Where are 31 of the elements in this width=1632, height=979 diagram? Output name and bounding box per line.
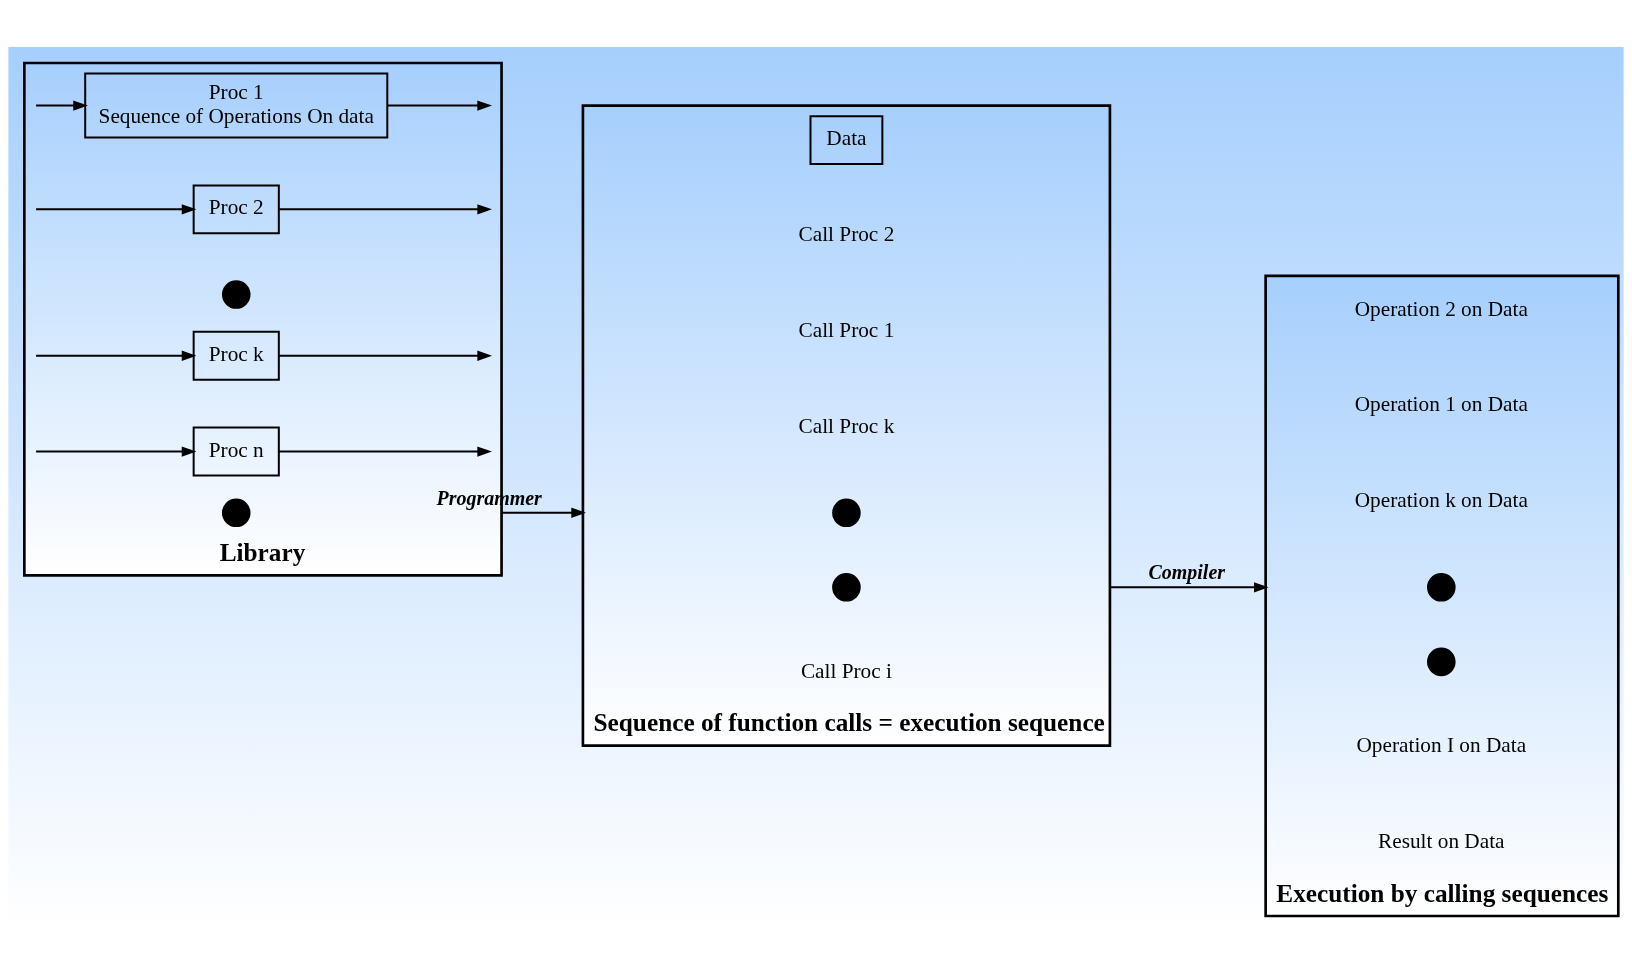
arrow <box>1108 582 1269 593</box>
label: Operation 1 on Data <box>1354 392 1528 417</box>
arrow <box>278 204 492 215</box>
label: Operation I on Data <box>1356 733 1527 758</box>
label: Call Proc 1 <box>798 317 895 342</box>
node-box: Proc 2 <box>192 184 280 235</box>
node-circle <box>1427 573 1456 602</box>
arrow <box>278 350 492 361</box>
label: Operation 2 on Data <box>1354 296 1528 321</box>
arrow <box>35 350 197 361</box>
label: Call Proc 2 <box>798 222 895 247</box>
node-circle <box>832 573 861 602</box>
label: Call Proc k <box>798 413 895 438</box>
arrow <box>35 446 197 457</box>
arrow <box>500 507 586 518</box>
arrow <box>35 100 88 111</box>
node-circle <box>832 498 861 528</box>
edge-label: Compiler <box>1148 561 1226 584</box>
node-circle <box>1427 647 1456 677</box>
arrow <box>35 204 197 215</box>
node-box: Proc n <box>192 426 280 477</box>
label: Result on Data <box>1378 828 1505 853</box>
label: Call Proc i <box>800 658 892 683</box>
label: Operation k on Data <box>1354 488 1528 513</box>
node-circle <box>221 280 251 309</box>
arrow <box>278 446 492 457</box>
node-box: Proc 1 Sequence of Operations On data <box>84 72 389 139</box>
node-box: Data <box>809 115 884 166</box>
arrow <box>386 100 492 111</box>
node-circle <box>221 498 251 528</box>
node-box: Proc k <box>192 330 280 381</box>
